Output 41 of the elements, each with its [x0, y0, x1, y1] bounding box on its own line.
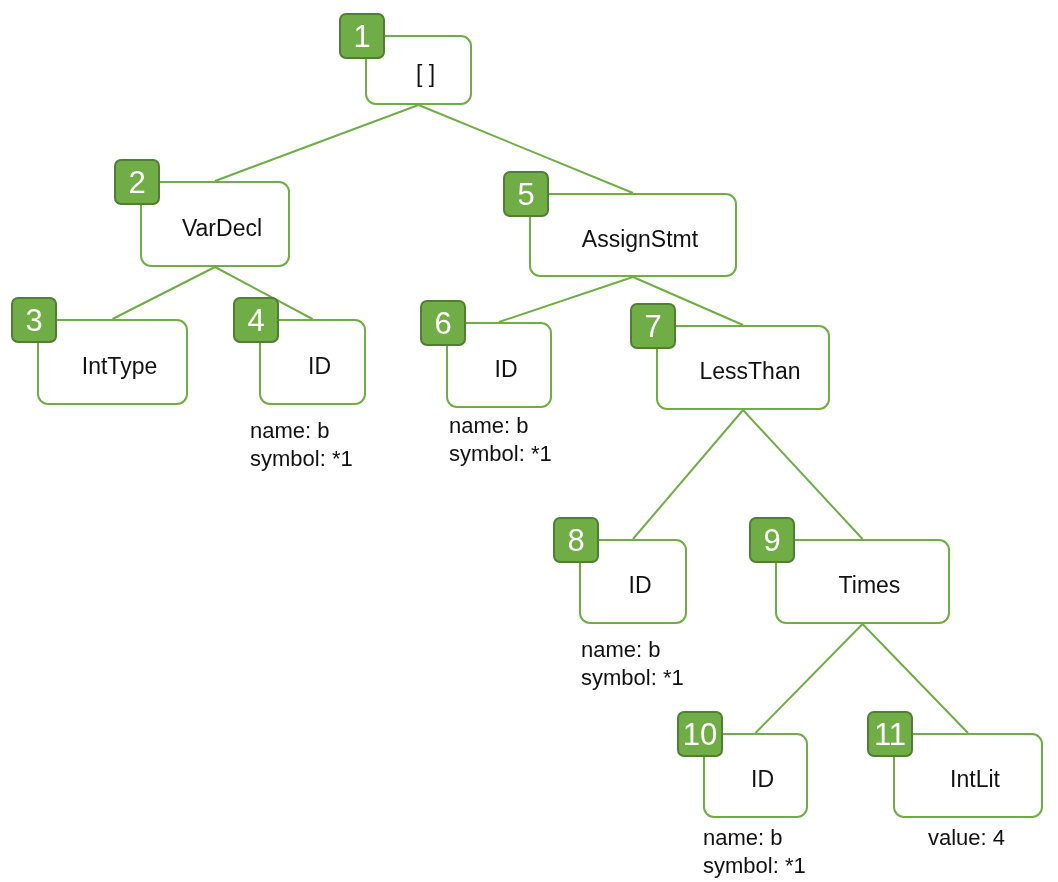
connector-line	[498, 276, 634, 323]
attribute-text: symbol: *1	[250, 445, 353, 473]
number-badge: 11	[867, 711, 913, 757]
connector-line	[632, 409, 744, 540]
node-label: [ ]	[415, 60, 436, 88]
node-label: VarDecl	[181, 214, 263, 242]
connector-line	[214, 104, 420, 182]
number-badge: 10	[677, 711, 723, 757]
attribute-text: name: b	[703, 824, 783, 852]
number-badge: 5	[503, 171, 549, 217]
connector-line	[417, 104, 634, 194]
connector-line	[111, 266, 216, 320]
node-label: ID	[494, 355, 518, 383]
number-badge: 2	[114, 159, 160, 205]
attribute-text: name: b	[581, 636, 661, 664]
attribute-text: value: 4	[928, 824, 1006, 852]
number-badge: 3	[11, 297, 57, 343]
connector-line	[742, 409, 864, 540]
node-label: ID	[751, 766, 774, 793]
attribute-text: name: b	[449, 412, 529, 440]
number-badge: 4	[233, 297, 279, 343]
number-badge: 6	[420, 300, 466, 346]
connector-line	[754, 623, 864, 734]
attribute-text: symbol: *1	[449, 440, 552, 468]
node-label: LessThan	[699, 358, 801, 385]
connector-line	[214, 266, 314, 320]
attribute-text: symbol: *1	[703, 852, 806, 880]
node-label: IntType	[81, 352, 158, 380]
number-badge: 1	[339, 13, 385, 59]
attribute-text: name: b	[250, 417, 330, 445]
attribute-text: symbol: *1	[581, 664, 684, 692]
number-badge: 9	[749, 517, 795, 563]
connector-line	[632, 276, 744, 326]
number-badge: 8	[553, 517, 599, 563]
node-label: ID	[308, 352, 331, 380]
connector-line	[861, 623, 969, 734]
number-badge: 7	[630, 303, 676, 349]
node-label: ID	[628, 572, 652, 599]
node-label: AssignStmt	[581, 225, 699, 253]
node-label: IntLit	[950, 766, 1000, 793]
node-label: Times	[838, 572, 901, 599]
